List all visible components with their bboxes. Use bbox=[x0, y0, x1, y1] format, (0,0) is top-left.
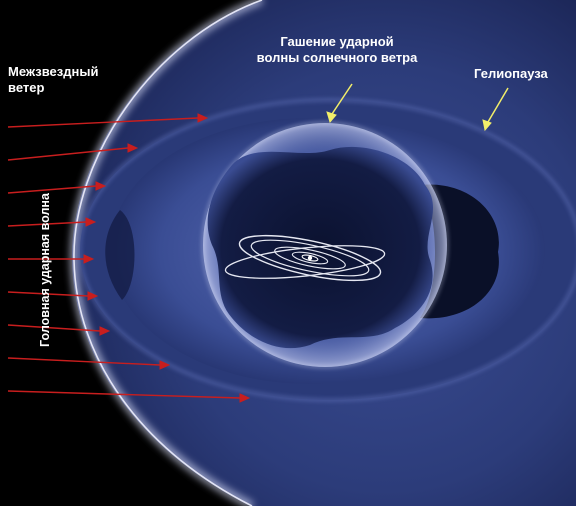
pluto-orbit bbox=[224, 245, 386, 279]
interstellar-wind-arrows bbox=[7, 113, 251, 403]
wind-arrow bbox=[7, 324, 111, 336]
wind-arrow bbox=[7, 181, 107, 194]
solar-system-orbits bbox=[238, 234, 382, 282]
wind-arrow bbox=[7, 291, 99, 301]
tail-lobe-left bbox=[105, 210, 135, 300]
wind-arrow bbox=[7, 113, 209, 128]
wind-arrow bbox=[7, 357, 171, 370]
interstellar-wind-label: Межзвездный ветер bbox=[8, 64, 99, 95]
termination-shock-pointer bbox=[326, 83, 353, 124]
heliopause-label: Гелиопауза bbox=[474, 66, 548, 81]
bow-shock-label: Головная ударная волна bbox=[38, 193, 52, 347]
wind-arrow bbox=[8, 254, 95, 264]
wind-arrow bbox=[7, 217, 97, 227]
sun-icon bbox=[307, 255, 313, 261]
wind-arrow bbox=[7, 390, 251, 403]
wind-arrow bbox=[7, 143, 139, 161]
heliopause-pointer bbox=[482, 87, 509, 132]
termination-shock-label: Гашение ударной волны солнечного ветра bbox=[256, 34, 418, 65]
